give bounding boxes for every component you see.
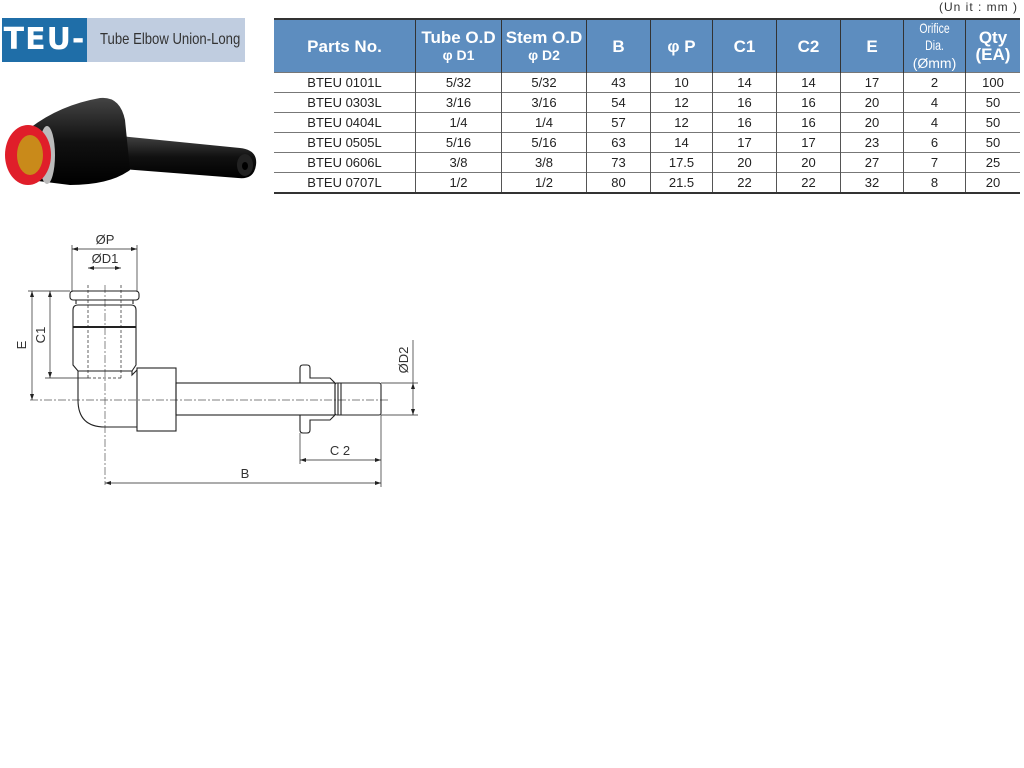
table-cell: 20 — [840, 112, 904, 133]
part-number-cell: BTEU 0404L — [274, 112, 416, 133]
table-cell: 16 — [712, 112, 777, 133]
table-cell: 17.5 — [650, 152, 713, 173]
table-cell: 50 — [965, 132, 1020, 153]
table-cell: 22 — [776, 172, 841, 193]
table-cell: 73 — [586, 152, 651, 173]
table-cell: 1/2 — [501, 172, 587, 193]
dimension-lines — [28, 245, 418, 487]
table-cell: 16 — [776, 112, 841, 133]
table-cell: 14 — [712, 72, 777, 93]
label-c1: C1 — [33, 327, 48, 344]
col-parts-no: Parts No. — [274, 19, 416, 73]
table-cell: 50 — [965, 92, 1020, 113]
table-cell: 21.5 — [650, 172, 713, 193]
part-number-cell: BTEU 0606L — [274, 152, 416, 173]
table-cell: 12 — [650, 112, 713, 133]
product-code: TEU-L — [2, 18, 87, 101]
table-cell: 20 — [965, 172, 1020, 193]
label-p: ØP — [96, 232, 115, 247]
table-cell: 12 — [650, 92, 713, 113]
table-cell: 4 — [903, 92, 966, 113]
table-cell: 5/32 — [415, 72, 502, 93]
table-cell: 5/32 — [501, 72, 587, 93]
table-cell: 16 — [712, 92, 777, 113]
part-number-cell: BTEU 0707L — [274, 172, 416, 193]
technical-drawing: ØP ØD1 E C1 ØD2 C 2 B — [14, 232, 418, 487]
table-cell: 27 — [840, 152, 904, 173]
col-qty: Qty(EA) — [965, 19, 1020, 73]
table-cell: 3/8 — [501, 152, 587, 173]
table-cell: 1/4 — [501, 112, 587, 133]
table-cell: 22 — [712, 172, 777, 193]
label-e: E — [14, 340, 29, 349]
fitting-outline — [69, 290, 382, 434]
table-cell: 4 — [903, 112, 966, 133]
table-cell: 54 — [586, 92, 651, 113]
label-b: B — [241, 466, 250, 481]
part-number-cell: BTEU 0101L — [274, 72, 416, 93]
col-orifice: Orifice Dia.(Ømm) — [903, 19, 966, 73]
col-b: B — [586, 19, 651, 73]
center-lines — [30, 285, 390, 485]
table-cell: 3/16 — [415, 92, 502, 113]
table-cell: 50 — [965, 112, 1020, 133]
hidden-lines — [87, 285, 122, 379]
table-cell: 16 — [776, 92, 841, 113]
col-p: φ P — [650, 19, 713, 73]
label-d2: ØD2 — [396, 347, 411, 374]
part-number-cell: BTEU 0303L — [274, 92, 416, 113]
table-cell: 57 — [586, 112, 651, 133]
table-cell: 3/16 — [501, 92, 587, 113]
col-e: E — [840, 19, 904, 73]
table-cell: 25 — [965, 152, 1020, 173]
table-cell: 10 — [650, 72, 713, 93]
table-cell: 5/16 — [415, 132, 502, 153]
table-cell: 1/4 — [415, 112, 502, 133]
table-cell: 20 — [712, 152, 777, 173]
table-cell: 8 — [903, 172, 966, 193]
col-c2: C2 — [776, 19, 841, 73]
table-cell: 17 — [712, 132, 777, 153]
part-number-cell: BTEU 0505L — [274, 132, 416, 153]
table-cell: 17 — [840, 72, 904, 93]
table-cell: 43 — [586, 72, 651, 93]
table-cell: 80 — [586, 172, 651, 193]
table-cell: 20 — [776, 152, 841, 173]
unit-label: (Un it : mm ) — [939, 0, 1018, 14]
table-cell: 23 — [840, 132, 904, 153]
table-cell: 63 — [586, 132, 651, 153]
table-cell: 17 — [776, 132, 841, 153]
table-cell: 14 — [776, 72, 841, 93]
product-description: Tube Elbow Union-Long — [100, 31, 241, 48]
table-cell: 20 — [840, 92, 904, 113]
table-cell: 100 — [965, 72, 1020, 93]
label-c2: C 2 — [330, 443, 350, 458]
table-cell: 32 — [840, 172, 904, 193]
col-c1: C1 — [712, 19, 777, 73]
table-cell: 3/8 — [415, 152, 502, 173]
label-d1: ØD1 — [92, 251, 119, 266]
table-cell: 2 — [903, 72, 966, 93]
table-cell: 6 — [903, 132, 966, 153]
table-cell: 7 — [903, 152, 966, 173]
product-photo — [5, 97, 257, 185]
table-cell: 1/2 — [415, 172, 502, 193]
table-cell: 14 — [650, 132, 713, 153]
product-title-banner: TEU-L Tube Elbow Union-Long — [2, 18, 245, 101]
table-cell: 5/16 — [501, 132, 587, 153]
